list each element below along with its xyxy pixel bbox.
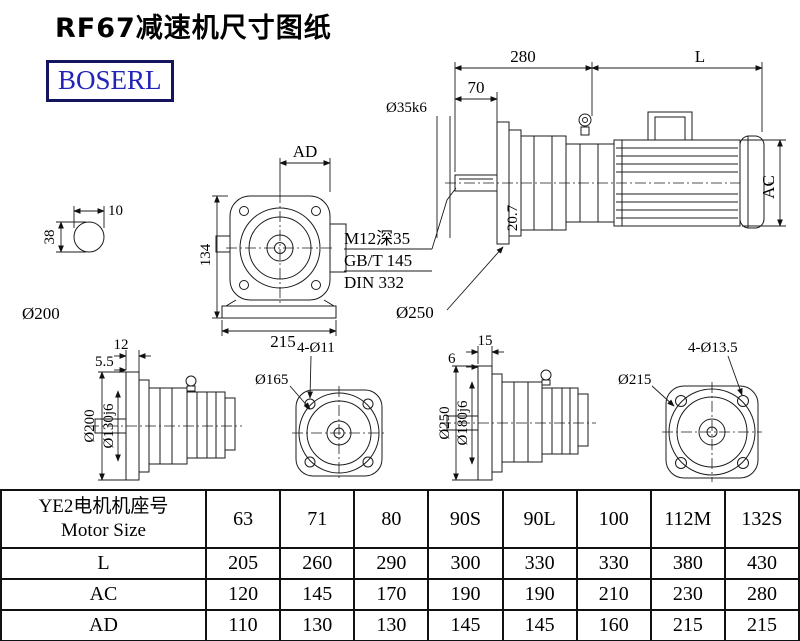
value-cell: 430 — [723, 547, 800, 580]
value-cell: 170 — [353, 578, 430, 611]
dia-200-label-top: Ø200 — [22, 304, 60, 323]
dim-15-label: 15 — [478, 333, 493, 349]
note-gbt-label: GB/T 145 — [344, 251, 412, 270]
value-cell: 145 — [279, 578, 356, 611]
dim-12-label: 12 — [114, 337, 129, 353]
value-cell: 130 — [279, 609, 356, 641]
dim-70-label: 70 — [468, 78, 485, 97]
fan-cover — [739, 135, 765, 229]
terminal-box-edge — [329, 223, 347, 273]
size-cell: 112M — [649, 489, 726, 549]
view-flange-side-small: 12 5.5 Ø200 Ø130j6 — [82, 337, 242, 481]
value-cell: 380 — [649, 547, 726, 580]
motor-size-label-cn: YE2电机机座号 — [38, 496, 169, 517]
brand-logo: BOSERL — [46, 60, 174, 102]
value-cell: 205 — [204, 547, 282, 580]
value-cell: 330 — [575, 547, 652, 580]
value-cell: 290 — [353, 547, 430, 580]
page-title: RF67减速机尺寸图纸 — [55, 13, 332, 44]
dim-38-label: 38 — [42, 230, 58, 245]
eyebolt-icon — [185, 375, 197, 387]
dim-ad-label: AD — [293, 142, 318, 161]
note-m12-label: M12深35 — [344, 229, 410, 248]
dim-20-7-label: 20.7 — [505, 204, 521, 231]
dim-6-label: 6 — [448, 351, 456, 367]
view-flange-front-small: 4-Ø11 Ø165 — [255, 340, 386, 480]
dim-134-label: 134 — [198, 243, 214, 266]
dia-250-label-top: Ø250 — [396, 303, 434, 322]
dim-215-label: 215 — [270, 332, 296, 351]
eyebolt-icon — [578, 113, 592, 127]
table-row: L 205 260 290 300 330 330 380 430 — [0, 547, 800, 580]
size-cell: 132S — [723, 489, 800, 549]
value-cell: 215 — [723, 609, 800, 641]
value-cell: 145 — [501, 609, 578, 641]
technical-drawing: 10 38 Ø200 — [22, 47, 786, 482]
value-cell: 120 — [204, 578, 282, 611]
value-cell: 130 — [353, 609, 430, 641]
value-cell: 230 — [649, 578, 726, 611]
motor-size-table: YE2电机机座号 Motor Size 63 71 80 90S 90L 100… — [0, 489, 800, 641]
dia-165-label: Ø165 — [255, 372, 288, 388]
holes-4-13-5-label: 4-Ø13.5 — [688, 340, 738, 356]
dim-280-label: 280 — [510, 47, 536, 66]
dia-200-label-side: Ø200 — [82, 409, 98, 442]
value-cell: 280 — [723, 578, 800, 611]
view-flange-side-large: 15 6 Ø250 Ø180j6 — [437, 333, 596, 481]
size-cell: 63 — [204, 489, 282, 549]
size-cell: 90S — [427, 489, 504, 549]
dim-ac-label: AC — [759, 175, 778, 199]
value-cell: 330 — [501, 547, 578, 580]
size-cell: 90L — [501, 489, 578, 549]
view-side-motor: 280 L 70 Ø35k6 20.7 AC M12深35 GB/T 145 D… — [344, 47, 786, 322]
holes-4-11-label: 4-Ø11 — [297, 340, 335, 356]
value-cell: 190 — [501, 578, 578, 611]
size-cell: 100 — [575, 489, 652, 549]
value-cell: 260 — [279, 547, 356, 580]
value-cell: 300 — [427, 547, 504, 580]
dim-10-label: 10 — [108, 203, 123, 219]
view-flange-front-large: 4-Ø13.5 Ø215 — [618, 340, 762, 482]
eyebolt-icon — [540, 369, 552, 381]
dim-L-label: L — [695, 47, 705, 66]
dia-215-label: Ø215 — [618, 372, 651, 388]
dia-35k6-label: Ø35k6 — [386, 100, 427, 116]
dim-5-5-label: 5.5 — [95, 354, 114, 370]
row-label: AD — [0, 609, 207, 641]
table-row: AC 120 145 170 190 190 210 230 280 — [0, 578, 800, 611]
row-label: AC — [0, 578, 207, 611]
view-shaft-section: 10 38 Ø200 — [22, 203, 123, 323]
value-cell: 210 — [575, 578, 652, 611]
value-cell: 190 — [427, 578, 504, 611]
value-cell: 215 — [649, 609, 726, 641]
row-label: L — [0, 547, 207, 580]
motor-size-header-cell: YE2电机机座号 Motor Size — [0, 489, 207, 549]
note-din-label: DIN 332 — [344, 273, 404, 292]
table-row: AD 110 130 130 145 145 160 215 215 — [0, 609, 800, 641]
table-row: YE2电机机座号 Motor Size 63 71 80 90S 90L 100… — [0, 489, 800, 549]
motor-size-label-en: Motor Size — [61, 520, 146, 541]
dia-130j6-label: Ø130j6 — [101, 403, 117, 449]
size-cell: 80 — [353, 489, 430, 549]
value-cell: 145 — [427, 609, 504, 641]
value-cell: 110 — [204, 609, 282, 641]
dia-250-label-side: Ø250 — [437, 406, 453, 439]
size-cell: 71 — [279, 489, 356, 549]
view-front: AD 134 215 — [198, 142, 347, 351]
dia-180j6-label: Ø180j6 — [455, 400, 471, 446]
value-cell: 160 — [575, 609, 652, 641]
